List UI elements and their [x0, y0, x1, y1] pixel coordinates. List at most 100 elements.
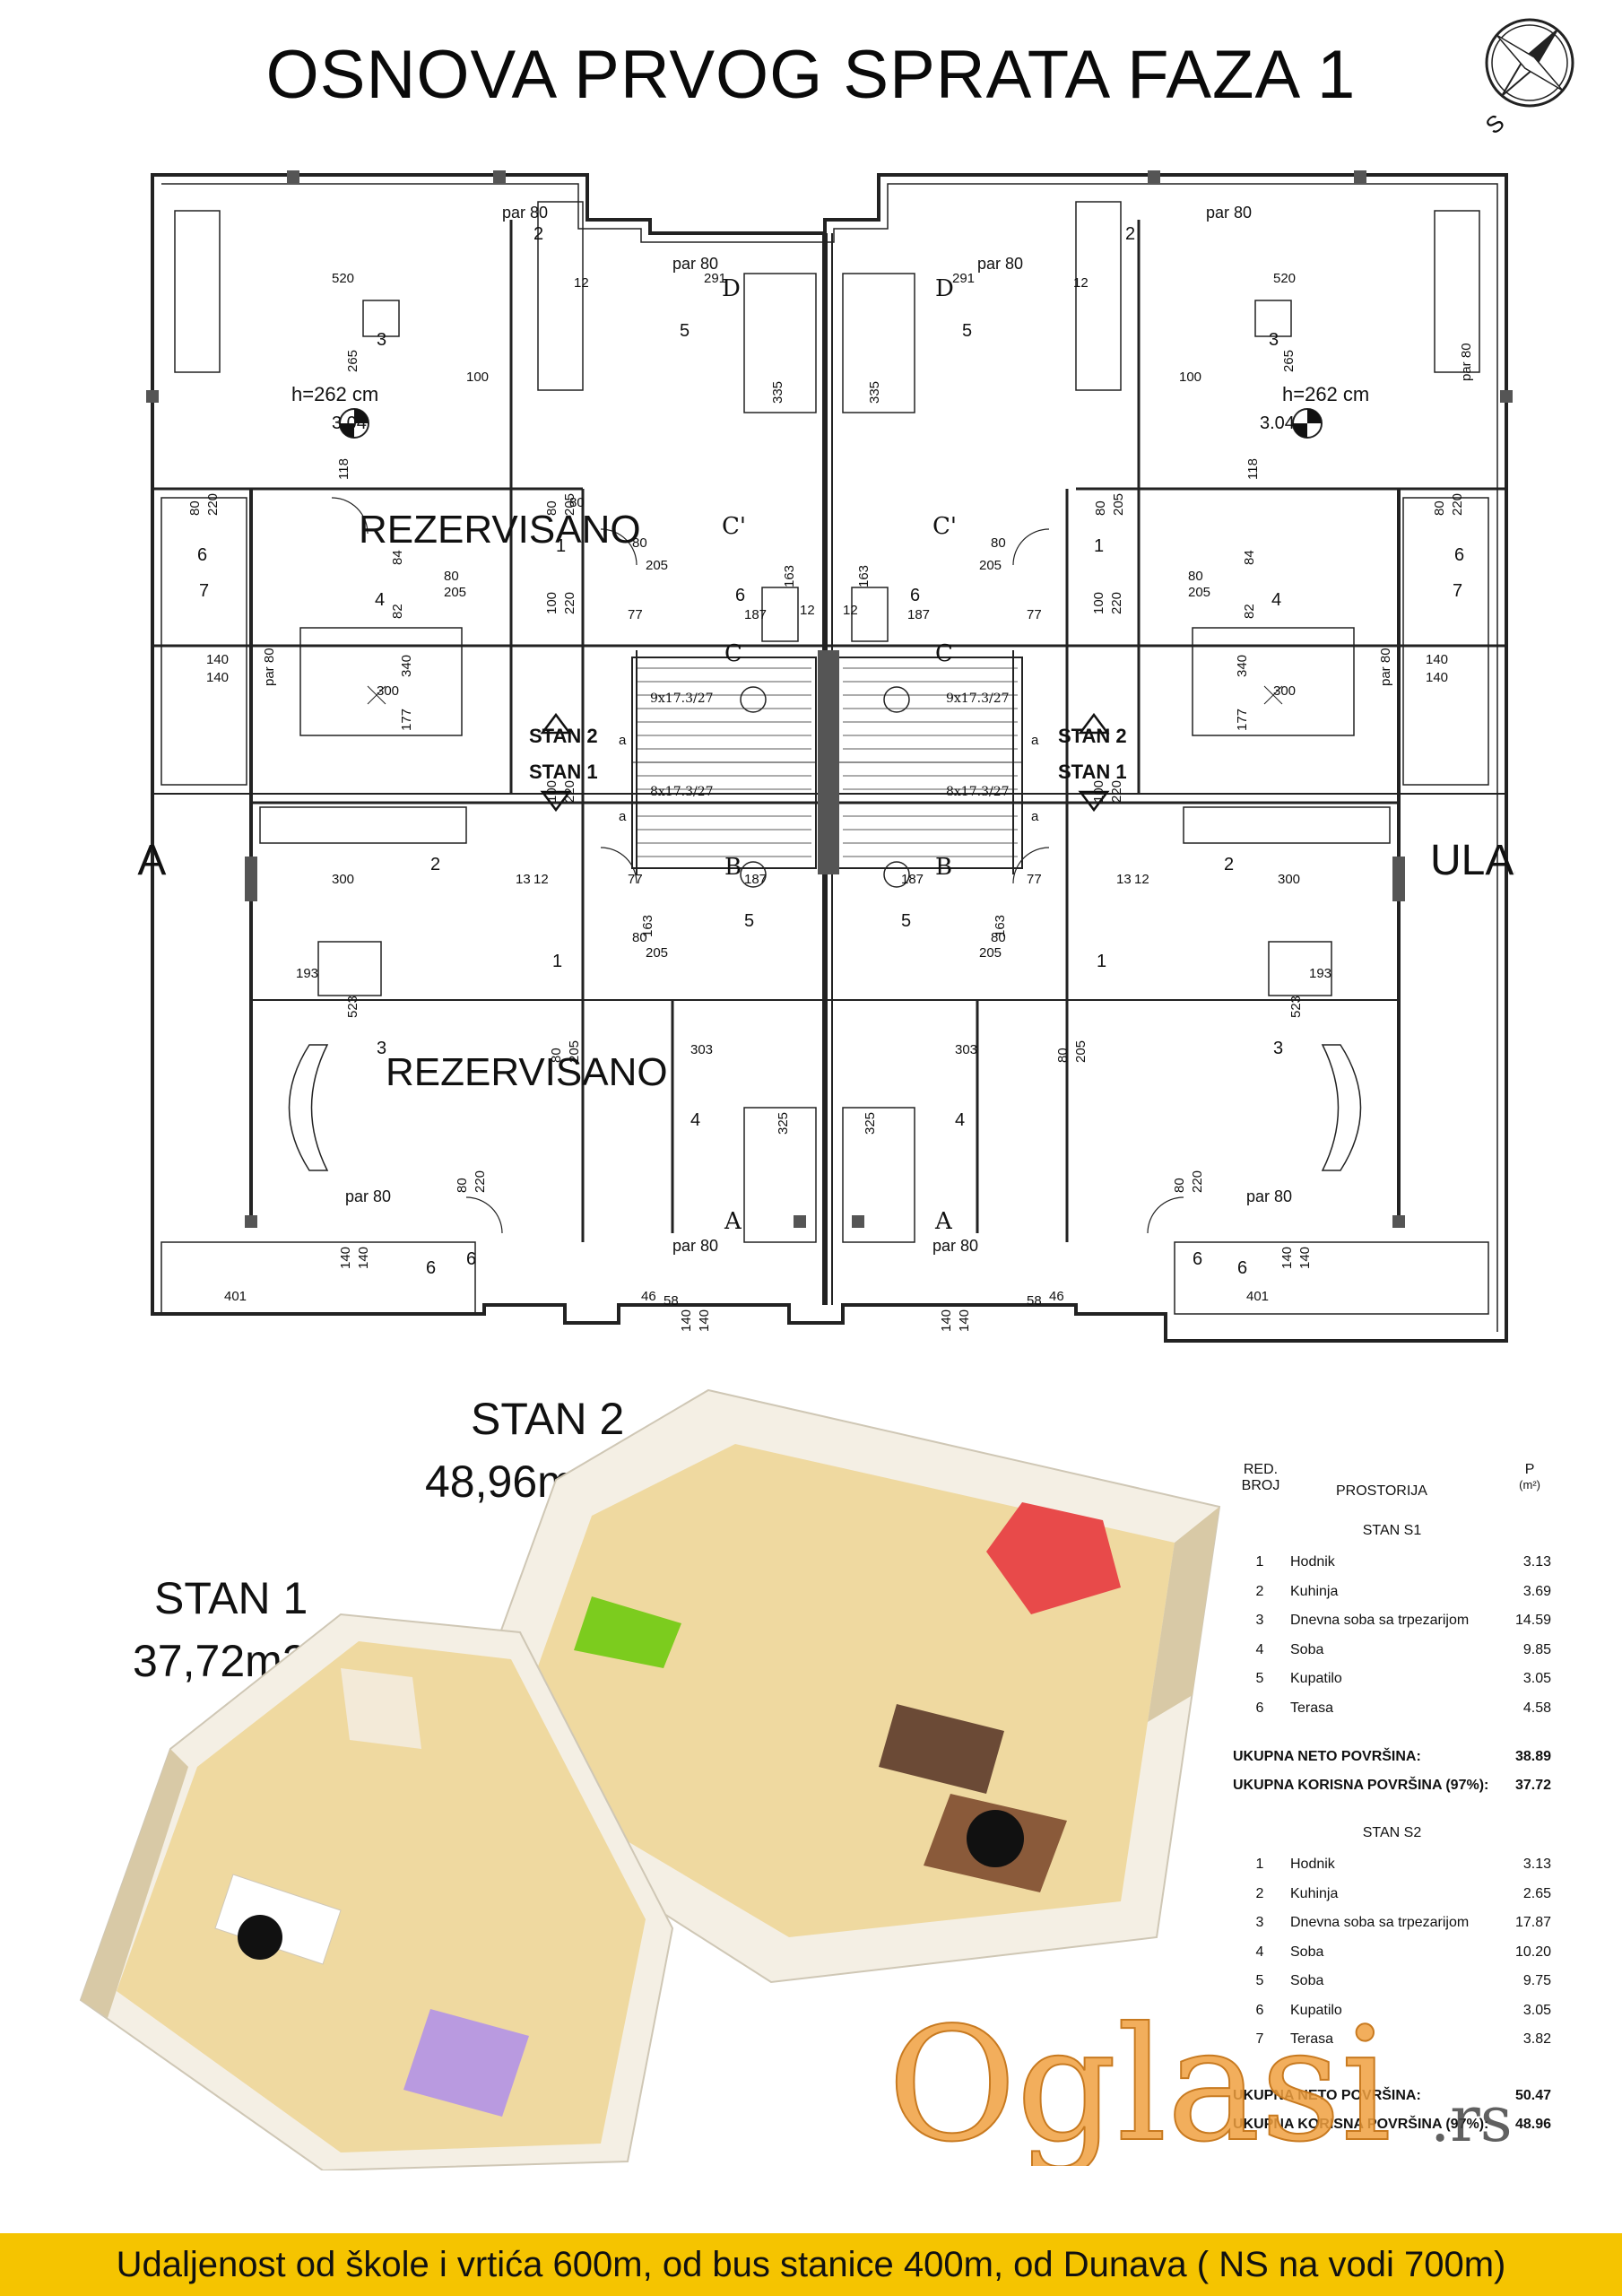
room-number: 5: [962, 321, 972, 341]
row-room-name: Hodnik: [1290, 1554, 1335, 1570]
row-number: 3: [1255, 1915, 1264, 1931]
dimension-label: 82: [390, 604, 405, 619]
room-number: 2: [533, 224, 543, 244]
dimension-label: 205: [979, 558, 1002, 573]
floor-plan: ULAZ A ULAZ B REZERVISANO REZERVISANO ST…: [134, 170, 1515, 1343]
row-number: 4: [1255, 1641, 1264, 1657]
row-area: 4.58: [1522, 1700, 1551, 1716]
dimension-label: 80: [991, 930, 1006, 945]
stair-lower-right: 8x17.3/27: [946, 785, 1010, 799]
dimension-label: a: [619, 733, 627, 748]
window-label: par 80: [1246, 1187, 1292, 1205]
ceiling-height-right: h=262 cm: [1282, 383, 1369, 405]
dimension-label: 335: [770, 381, 785, 404]
section-title-s2: STAN S2: [1362, 1825, 1422, 1840]
col-header-p: P: [1524, 1462, 1535, 1477]
row-number: 6: [1255, 2002, 1264, 2018]
dimension-label: 12: [800, 603, 815, 618]
dimension-label: 163: [856, 565, 872, 587]
dimension-label: par 80: [1378, 648, 1393, 686]
dimension-label: 520: [1273, 271, 1296, 286]
bed-green: [574, 1596, 681, 1668]
dimension-label: 46: [641, 1289, 656, 1304]
total-label: UKUPNA KORISNA POVRŠINA (97%):: [1233, 1778, 1489, 1793]
dimension-label: 84: [1242, 550, 1257, 565]
room-number: 2: [430, 855, 440, 874]
room-number: 2: [1224, 855, 1234, 874]
dimension-label: 187: [907, 607, 930, 622]
row-area: 9.85: [1522, 1641, 1551, 1657]
site-logo-watermark: Oglasi .rs: [888, 1996, 1513, 2166]
row-room-name: Kuhinja: [1290, 1583, 1339, 1599]
dimension-label: par 80: [262, 648, 277, 686]
total-value: 50.47: [1514, 2087, 1551, 2103]
dimension-label: 140: [206, 670, 229, 685]
dimension-label: 193: [296, 966, 318, 981]
dimension-label: 325: [863, 1112, 878, 1135]
dimension-label: 58: [664, 1293, 679, 1309]
row-number: 3: [1255, 1613, 1264, 1629]
dimension-label: 340: [1235, 655, 1250, 677]
dimension-label: 340: [399, 655, 414, 677]
room-number: 6: [197, 545, 207, 565]
row-number: 7: [1255, 2031, 1264, 2048]
dimension-label: 300: [332, 872, 354, 887]
dimension-label: 220: [1109, 780, 1124, 803]
dimension-label: 80: [1172, 1178, 1187, 1193]
room-number: 6: [426, 1258, 436, 1278]
dimension-label: 80: [569, 495, 585, 510]
window-label: par 80: [672, 1237, 718, 1255]
dimension-label: 220: [473, 1170, 488, 1193]
dimension-label: 100: [544, 592, 559, 614]
reserved-label-top: REZERVISANO: [359, 508, 641, 552]
total-label: UKUPNA NETO POVRŠINA:: [1233, 1749, 1421, 1764]
row-room-name: Soba: [1290, 1641, 1324, 1657]
stan2-render: [447, 1388, 1221, 1984]
section-d-left: D: [722, 275, 741, 302]
room-number: 6: [1237, 1258, 1247, 1278]
dimension-label: 140: [338, 1247, 353, 1269]
window-label: par 80: [502, 204, 548, 222]
table-row: 4 Soba 9.85: [1233, 1636, 1551, 1665]
dimension-label: 118: [1245, 458, 1261, 480]
row-room-name: Dnevna soba sa trpezarijom: [1290, 1613, 1470, 1629]
dimension-label: 140: [356, 1247, 371, 1269]
level-right: 3.04: [1260, 413, 1295, 433]
dimension-label: 140: [206, 652, 229, 667]
dimension-label: 58: [1027, 1293, 1042, 1309]
dimension-label: 300: [1273, 683, 1296, 699]
window-label: par 80: [345, 1187, 391, 1205]
dimension-label: 12: [843, 603, 858, 618]
room-number: 3: [1273, 1039, 1283, 1058]
dimension-label: 77: [628, 607, 643, 622]
row-number: 5: [1255, 1973, 1264, 1989]
dimension-label: 100: [466, 370, 489, 385]
room-number: 6: [466, 1249, 476, 1269]
dimension-label: 80: [1093, 500, 1108, 516]
room-number: 4: [955, 1110, 965, 1130]
dimension-label: 205: [1111, 493, 1126, 516]
dimension-label: 265: [345, 350, 360, 372]
room-number: 1: [556, 536, 566, 556]
dimension-label: 291: [952, 271, 975, 286]
dimension-label: 84: [390, 550, 405, 565]
logo-text: Oglasi: [888, 1996, 1392, 2166]
dimension-label: 335: [867, 381, 882, 404]
window-label: par 80: [932, 1237, 978, 1255]
logo-suffix: .rs: [1430, 2083, 1513, 2156]
row-number: 6: [1255, 1700, 1264, 1716]
stair-label-stan1-left: STAN 1: [529, 761, 598, 783]
dimension-label: 80: [544, 500, 559, 516]
room-number: 2: [1125, 224, 1135, 244]
dimension-label: 303: [955, 1042, 977, 1057]
total-neto-s2: UKUPNA NETO POVRŠINA: 50.47: [1233, 2082, 1551, 2110]
room-number: 6: [1454, 545, 1464, 565]
